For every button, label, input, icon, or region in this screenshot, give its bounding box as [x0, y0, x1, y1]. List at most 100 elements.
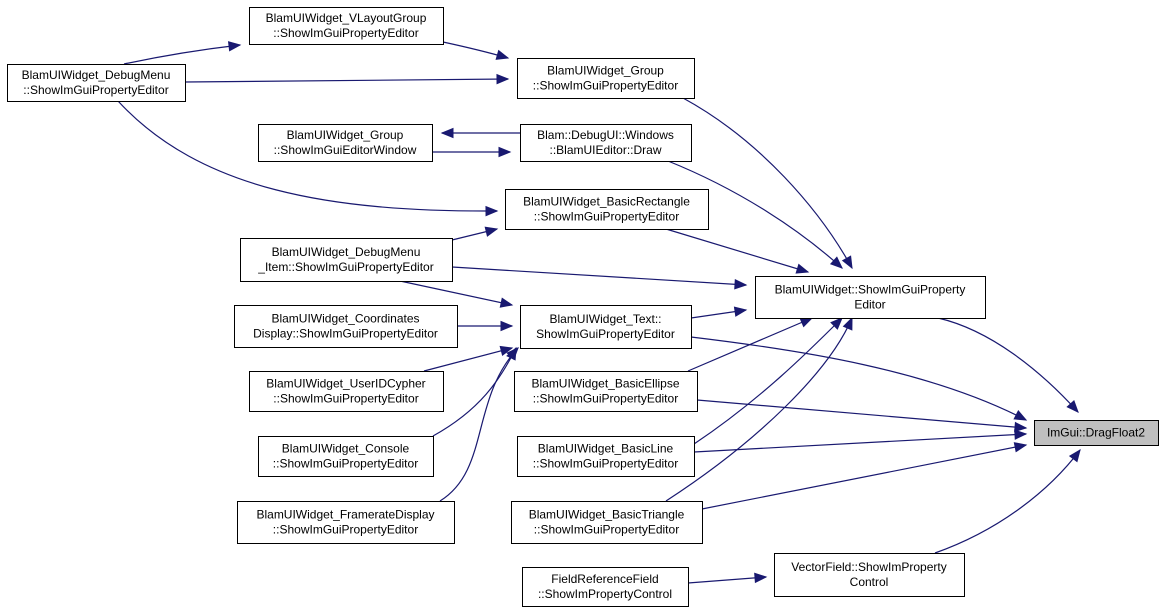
node-label-line: BlamUIWidget_Console	[282, 442, 410, 456]
node-box	[774, 553, 965, 597]
arrowhead-icon	[734, 279, 748, 290]
edge-line	[696, 399, 1027, 429]
node-label-line: BlamUIWidget_UserIDCypher	[266, 377, 425, 391]
edge-line	[937, 317, 1079, 413]
edge-triangle-to-dragfloat2	[701, 442, 1028, 510]
node-label-line: Display::ShowImGuiPropertyEditor	[253, 327, 438, 341]
node-line[interactable]: BlamUIWidget_BasicLine::ShowImGuiPropert…	[517, 436, 695, 477]
node-basicrect[interactable]: BlamUIWidget_BasicRectangle::ShowImGuiPr…	[505, 189, 709, 230]
node-label-line: BlamUIWidget_VLayoutGroup	[266, 11, 427, 25]
edge-line	[432, 347, 517, 437]
edge-debugmenu_item-to-widget_base	[451, 266, 748, 290]
node-framerate[interactable]: BlamUIWidget_FramerateDisplay::ShowImGui…	[237, 501, 455, 544]
node-userid[interactable]: BlamUIWidget_UserIDCypher::ShowImGuiProp…	[249, 371, 444, 412]
node-fieldref[interactable]: FieldReferenceField::ShowImPropertyContr…	[522, 567, 689, 607]
node-label-line: ::ShowImGuiPropertyEditor	[273, 392, 418, 406]
node-text[interactable]: BlamUIWidget_Text::ShowImGuiPropertyEdit…	[520, 305, 692, 349]
arrowhead-icon	[799, 317, 814, 328]
edge-line	[439, 347, 519, 502]
node-group_win[interactable]: BlamUIWidget_Group::ShowImGuiEditorWindo…	[258, 124, 433, 162]
arrowhead-icon	[842, 316, 853, 331]
edge-vlayout-to-group_prop	[442, 41, 510, 60]
edge-line	[665, 317, 853, 502]
edge-debugui_draw-to-widget_base	[667, 160, 843, 269]
arrowhead-icon	[1013, 442, 1028, 453]
edge-line	[690, 336, 1027, 421]
node-label-line: ::ShowImGuiPropertyEditor	[534, 523, 679, 537]
node-widget_base[interactable]: BlamUIWidget::ShowImGuiPropertyEditor	[755, 276, 986, 319]
edge-vectorfield-to-dragfloat2	[934, 448, 1081, 554]
node-label-line: ::ShowImGuiPropertyEditor	[534, 210, 679, 224]
node-box	[517, 58, 695, 99]
node-box	[237, 501, 455, 544]
arrowhead-icon	[1014, 421, 1028, 433]
edge-line	[423, 347, 513, 372]
node-label-line: ::ShowImGuiPropertyEditor	[533, 392, 678, 406]
node-label-line: BlamUIWidget_Coordinates	[271, 312, 419, 326]
node-label-line: ShowImGuiPropertyEditor	[536, 327, 675, 341]
arrowhead-icon	[498, 146, 512, 158]
arrowhead-icon	[1068, 448, 1081, 463]
arrowhead-icon	[500, 320, 514, 332]
arrowhead-icon	[495, 49, 510, 60]
node-box	[517, 436, 695, 477]
arrowhead-icon	[499, 297, 514, 308]
node-debugmenu[interactable]: BlamUIWidget_DebugMenu::ShowImGuiPropert…	[7, 64, 186, 102]
node-box	[258, 436, 434, 477]
node-box	[520, 124, 692, 162]
node-debugui_draw[interactable]: Blam::DebugUI::Windows::BlamUIEditor::Dr…	[520, 124, 692, 162]
arrowhead-icon	[1066, 399, 1079, 413]
node-label-line: BlamUIWidget_BasicEllipse	[531, 377, 679, 391]
edge-line	[184, 78, 509, 83]
node-box	[1034, 420, 1159, 446]
node-box	[755, 276, 986, 319]
edge-debugmenu_item-to-basicrect	[451, 226, 499, 241]
edge-line	[667, 160, 843, 269]
node-label-line: ::ShowImGuiEditorWindow	[274, 143, 417, 157]
edge-line-to-widget_base	[693, 317, 843, 445]
node-label-line: ::ShowImGuiPropertyEditor	[273, 457, 418, 471]
edge-text-to-dragfloat2	[690, 336, 1028, 421]
node-box	[522, 567, 689, 607]
node-dragfloat2[interactable]: ImGui::DragFloat2	[1034, 420, 1159, 446]
edge-line	[693, 433, 1027, 453]
node-box	[249, 371, 444, 412]
edge-debugmenu-to-group_prop	[184, 73, 510, 85]
node-ellipse[interactable]: BlamUIWidget_BasicEllipse::ShowImGuiProp…	[514, 371, 698, 412]
node-label-line: ::ShowImGuiPropertyEditor	[23, 83, 168, 97]
node-label-line: BlamUIWidget::ShowImGuiProperty	[775, 283, 966, 297]
node-label-line: ::ShowImGuiPropertyEditor	[273, 523, 418, 537]
node-console[interactable]: BlamUIWidget_Console::ShowImGuiPropertyE…	[258, 436, 434, 477]
node-label-line: ::ShowImGuiPropertyEditor	[273, 26, 418, 40]
arrowhead-icon	[485, 205, 499, 217]
nodes-layer: BlamUIWidget_DebugMenu::ShowImGuiPropert…	[7, 7, 1159, 607]
edge-framerate-to-text	[439, 347, 519, 502]
node-vlayout[interactable]: BlamUIWidget_VLayoutGroup::ShowImGuiProp…	[249, 7, 444, 45]
edge-triangle-to-widget_base	[665, 316, 853, 502]
arrowhead-icon	[733, 306, 748, 317]
node-box	[258, 124, 433, 162]
edge-line	[701, 444, 1027, 510]
node-label-line: Editor	[854, 298, 885, 312]
node-label-line: BlamUIWidget_BasicRectangle	[523, 195, 690, 209]
edge-line	[117, 100, 498, 212]
arrowhead-icon	[1014, 429, 1028, 440]
node-label-line: BlamUIWidget_Group	[547, 64, 664, 78]
node-label-line: BlamUIWidget_Text::	[549, 312, 661, 326]
node-debugmenu_item[interactable]: BlamUIWidget_DebugMenu_Item::ShowImGuiPr…	[240, 238, 453, 282]
edge-console-to-text	[432, 346, 517, 437]
arrowhead-icon	[830, 317, 843, 330]
edge-line	[693, 317, 843, 445]
node-group_prop[interactable]: BlamUIWidget_Group::ShowImGuiPropertyEdi…	[517, 58, 695, 99]
node-box	[511, 501, 703, 544]
node-triangle[interactable]: BlamUIWidget_BasicTriangle::ShowImGuiPro…	[511, 501, 703, 544]
node-label-line: ::ShowImPropertyControl	[538, 587, 672, 601]
edge-debugui_draw-to-group_win	[440, 127, 520, 139]
edge-debugmenu-to-basicrect	[117, 100, 499, 217]
node-vectorfield[interactable]: VectorField::ShowImPropertyControl	[774, 553, 965, 597]
node-coords[interactable]: BlamUIWidget_CoordinatesDisplay::ShowImG…	[234, 305, 458, 348]
node-label-line: ImGui::DragFloat2	[1047, 426, 1145, 440]
node-label-line: BlamUIWidget_Group	[287, 128, 404, 142]
arrowhead-icon	[499, 345, 514, 356]
edge-debugmenu_item-to-text	[399, 280, 514, 308]
